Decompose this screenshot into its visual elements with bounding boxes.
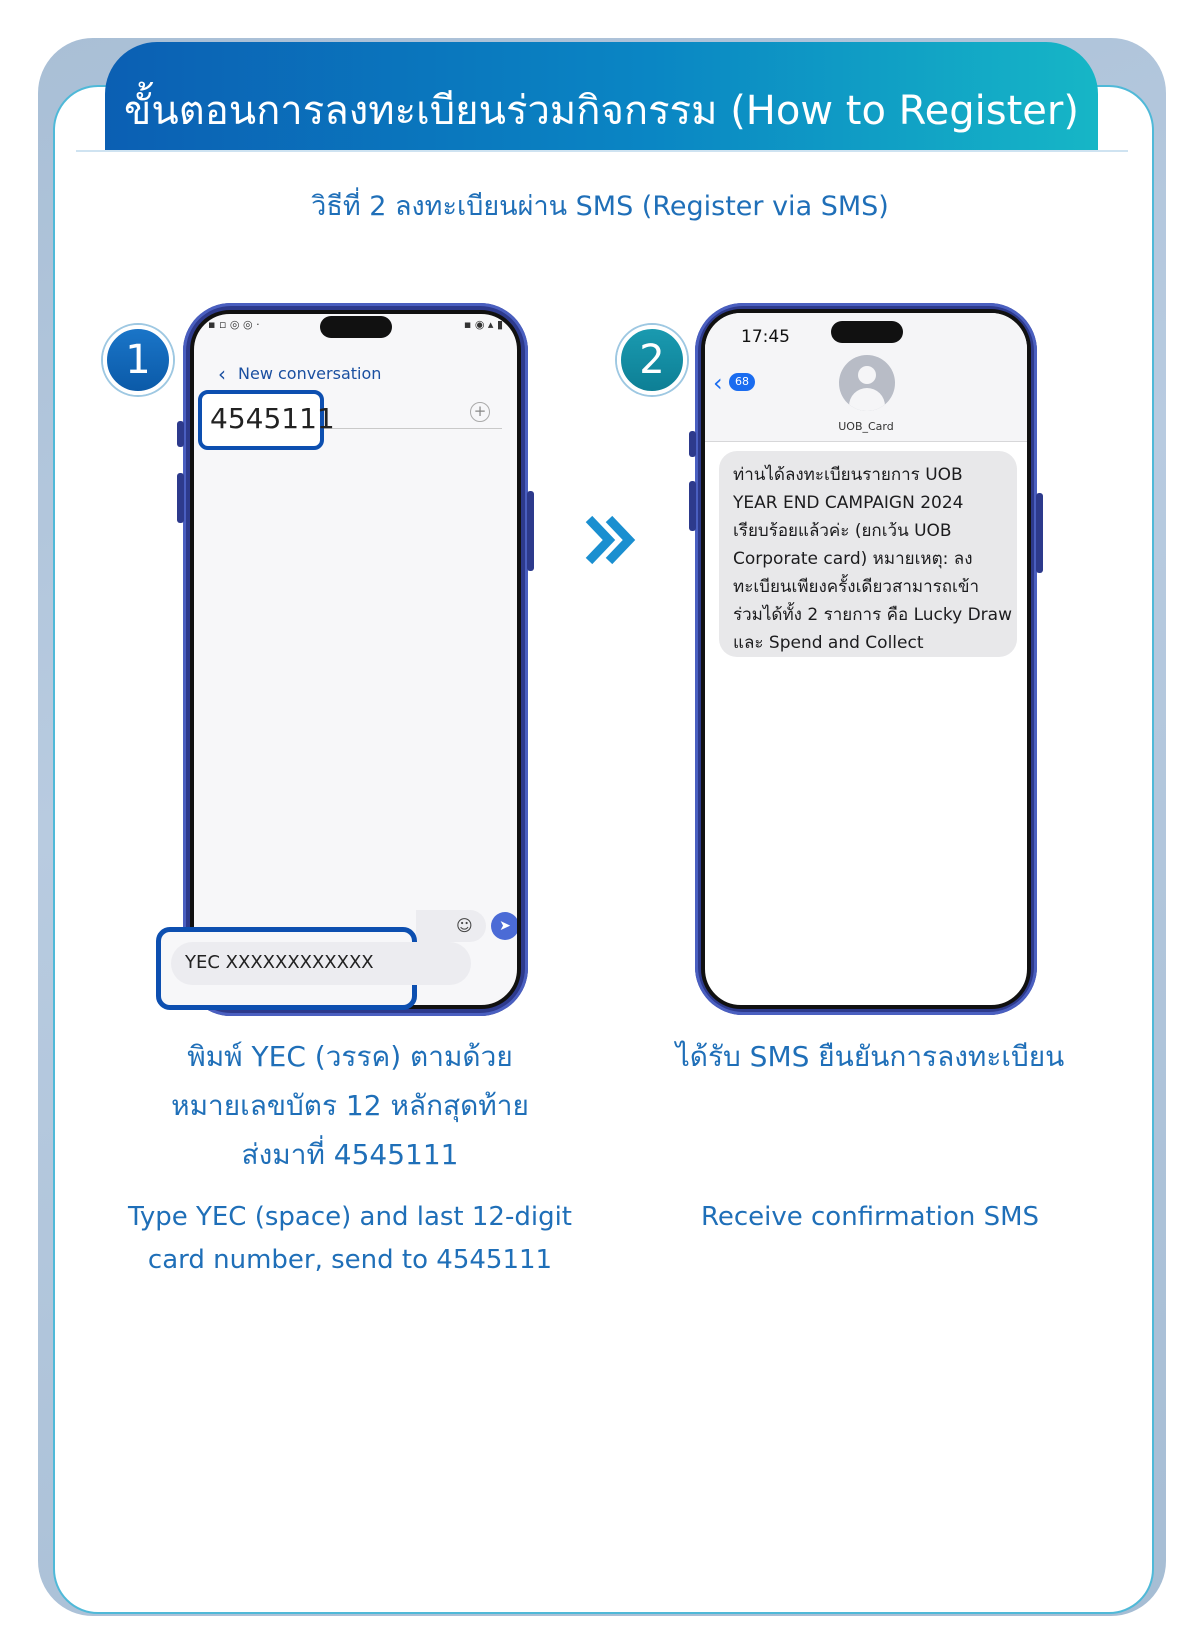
phone-side-button — [689, 481, 696, 531]
header-banner: ขั้นตอนการลงทะเบียนร่วมกิจกรรม (How to R… — [105, 42, 1098, 150]
unread-count-badge: 68 — [729, 373, 755, 391]
status-time: 17:45 — [741, 327, 790, 347]
step-2-caption-en: Receive confirmation SMS — [700, 1202, 1040, 1232]
step-1-caption-th: พิมพ์ YEC (วรรค) ตามด้วย หมายเลขบัตร 12 … — [171, 1040, 529, 1171]
phone-2-screen: 17:45 ‹ 68 UOB_Card ท่านได้ลงทะเบียนรายก… — [701, 309, 1031, 1009]
status-bar-icons: ▪ ▫ ◎ ◎ · — [208, 318, 260, 331]
message-field-tail — [416, 910, 486, 942]
status-bar-icons-right: ▪ ◉ ▴ ▮ — [463, 318, 503, 331]
phone-step-2: 17:45 ‹ 68 UOB_Card ท่านได้ลงทะเบียนรายก… — [689, 303, 1043, 1015]
contact-avatar[interactable] — [839, 355, 895, 411]
sms-bubble: ท่านได้ลงทะเบียนรายการ UOB YEAR END CAMP… — [719, 451, 1017, 657]
phone-side-button — [527, 491, 534, 571]
method-subtitle: วิธีที่ 2 ลงทะเบียนผ่าน SMS (Register vi… — [311, 191, 889, 222]
recipient-input[interactable]: 4545111 — [198, 390, 335, 450]
step-2-badge: 2 — [617, 325, 687, 395]
back-chevron-icon[interactable]: ‹ — [218, 362, 226, 386]
back-chevron-icon[interactable]: ‹ — [713, 369, 723, 397]
dynamic-island — [831, 321, 903, 343]
sms-text: ท่านได้ลงทะเบียนรายการ UOB YEAR END CAMP… — [733, 465, 1012, 653]
avatar-head — [858, 366, 876, 384]
phone-side-button — [689, 431, 696, 457]
message-field — [171, 942, 471, 985]
add-recipient-icon[interactable]: + — [470, 402, 490, 422]
next-step-arrow-icon — [585, 515, 636, 565]
phone-step-1: ▪ ▫ ◎ ◎ · ▪ ◉ ▴ ▮ ‹ New conversation + ☺… — [177, 303, 534, 1016]
phone-side-button — [1036, 493, 1043, 573]
camera-notch — [320, 316, 392, 338]
step-1-badge: 1 — [103, 325, 173, 395]
header-divider — [76, 150, 1128, 152]
message-text: YEC XXXXXXXXXXXX — [185, 952, 374, 973]
recipient-number: 4545111 — [210, 402, 335, 435]
avatar-body — [849, 388, 885, 411]
contact-name[interactable]: UOB_Card — [838, 420, 894, 433]
step-2-caption-th: ได้รับ SMS ยืนยันการลงทะเบียน — [675, 1040, 1065, 1073]
send-icon[interactable]: ➤ — [491, 912, 517, 940]
phone-side-button — [177, 421, 184, 447]
phone-side-button — [177, 473, 184, 523]
step-1-caption-en: Type YEC (space) and last 12-digit card … — [128, 1202, 572, 1275]
recipient-underline — [208, 428, 502, 429]
message-input[interactable]: YEC XXXXXXXXXXXX — [156, 927, 471, 1010]
screen-title: New conversation — [238, 364, 382, 383]
page-title: ขั้นตอนการลงทะเบียนร่วมกิจกรรม (How to R… — [124, 88, 1079, 134]
emoji-icon[interactable]: ☺ — [456, 916, 473, 935]
